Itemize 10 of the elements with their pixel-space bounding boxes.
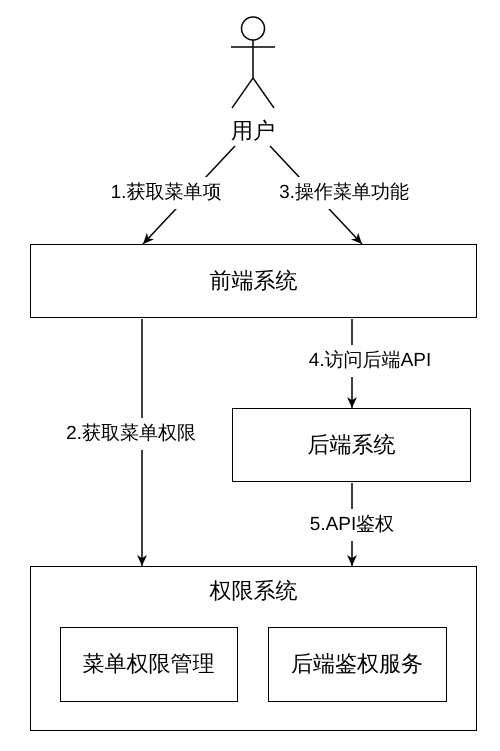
system-box: 后端鉴权服务 xyxy=(268,626,446,702)
actor-label: 用户 xyxy=(230,118,276,144)
edge-label: 2.获取菜单权限 xyxy=(64,418,198,450)
container-box xyxy=(30,566,477,731)
edge-label: 5.API鉴权 xyxy=(308,509,396,541)
system-box: 后端系统 xyxy=(232,408,471,482)
box-title: 权限系统 xyxy=(210,578,298,604)
system-box: 前端系统 xyxy=(30,244,477,318)
edge-label: 3.操作菜单功能 xyxy=(277,177,411,209)
system-box: 菜单权限管理 xyxy=(60,626,238,702)
